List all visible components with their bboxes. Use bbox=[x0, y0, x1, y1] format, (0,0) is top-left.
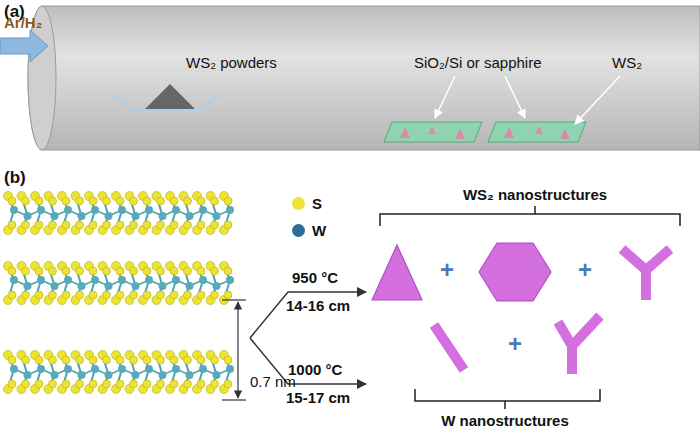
gas-flow-arrow bbox=[0, 30, 48, 62]
distance-label: 15-17 cm bbox=[286, 389, 350, 406]
branch-arrows bbox=[250, 292, 366, 384]
panel-label: (b) bbox=[4, 168, 26, 188]
source-label: WS₂ powders bbox=[186, 54, 277, 71]
plus-sign: + bbox=[440, 256, 454, 284]
substrates bbox=[384, 122, 586, 142]
group-label: WS₂ nanostructures bbox=[463, 186, 607, 203]
leader-lines bbox=[435, 76, 620, 124]
substrate-label: SiO₂/Si or sapphire bbox=[414, 54, 542, 71]
plus-sign: + bbox=[508, 330, 522, 358]
ws2-layers bbox=[4, 192, 235, 394]
brackets bbox=[380, 206, 680, 409]
gas-label: Ar/H₂ bbox=[4, 14, 42, 31]
nanostructures bbox=[372, 243, 551, 301]
dimension-line bbox=[222, 300, 246, 400]
furnace-tube bbox=[28, 6, 700, 150]
legend-text: W bbox=[312, 222, 326, 239]
nanowires bbox=[434, 249, 670, 374]
legend-text: S bbox=[312, 195, 322, 212]
plus-sign: + bbox=[578, 256, 592, 284]
dimension-label: 0.7 nm bbox=[250, 373, 296, 390]
distance-label: 14-16 cm bbox=[286, 297, 350, 314]
temperature-label: 950 °C bbox=[292, 269, 338, 286]
ws2-powder bbox=[145, 84, 195, 109]
group-label: W nanostructures bbox=[441, 412, 569, 429]
legend-swatch bbox=[292, 224, 305, 237]
temperature-label: 1000 °C bbox=[288, 361, 342, 378]
product-label: WS₂ bbox=[612, 54, 642, 71]
legend-swatch bbox=[292, 197, 305, 210]
